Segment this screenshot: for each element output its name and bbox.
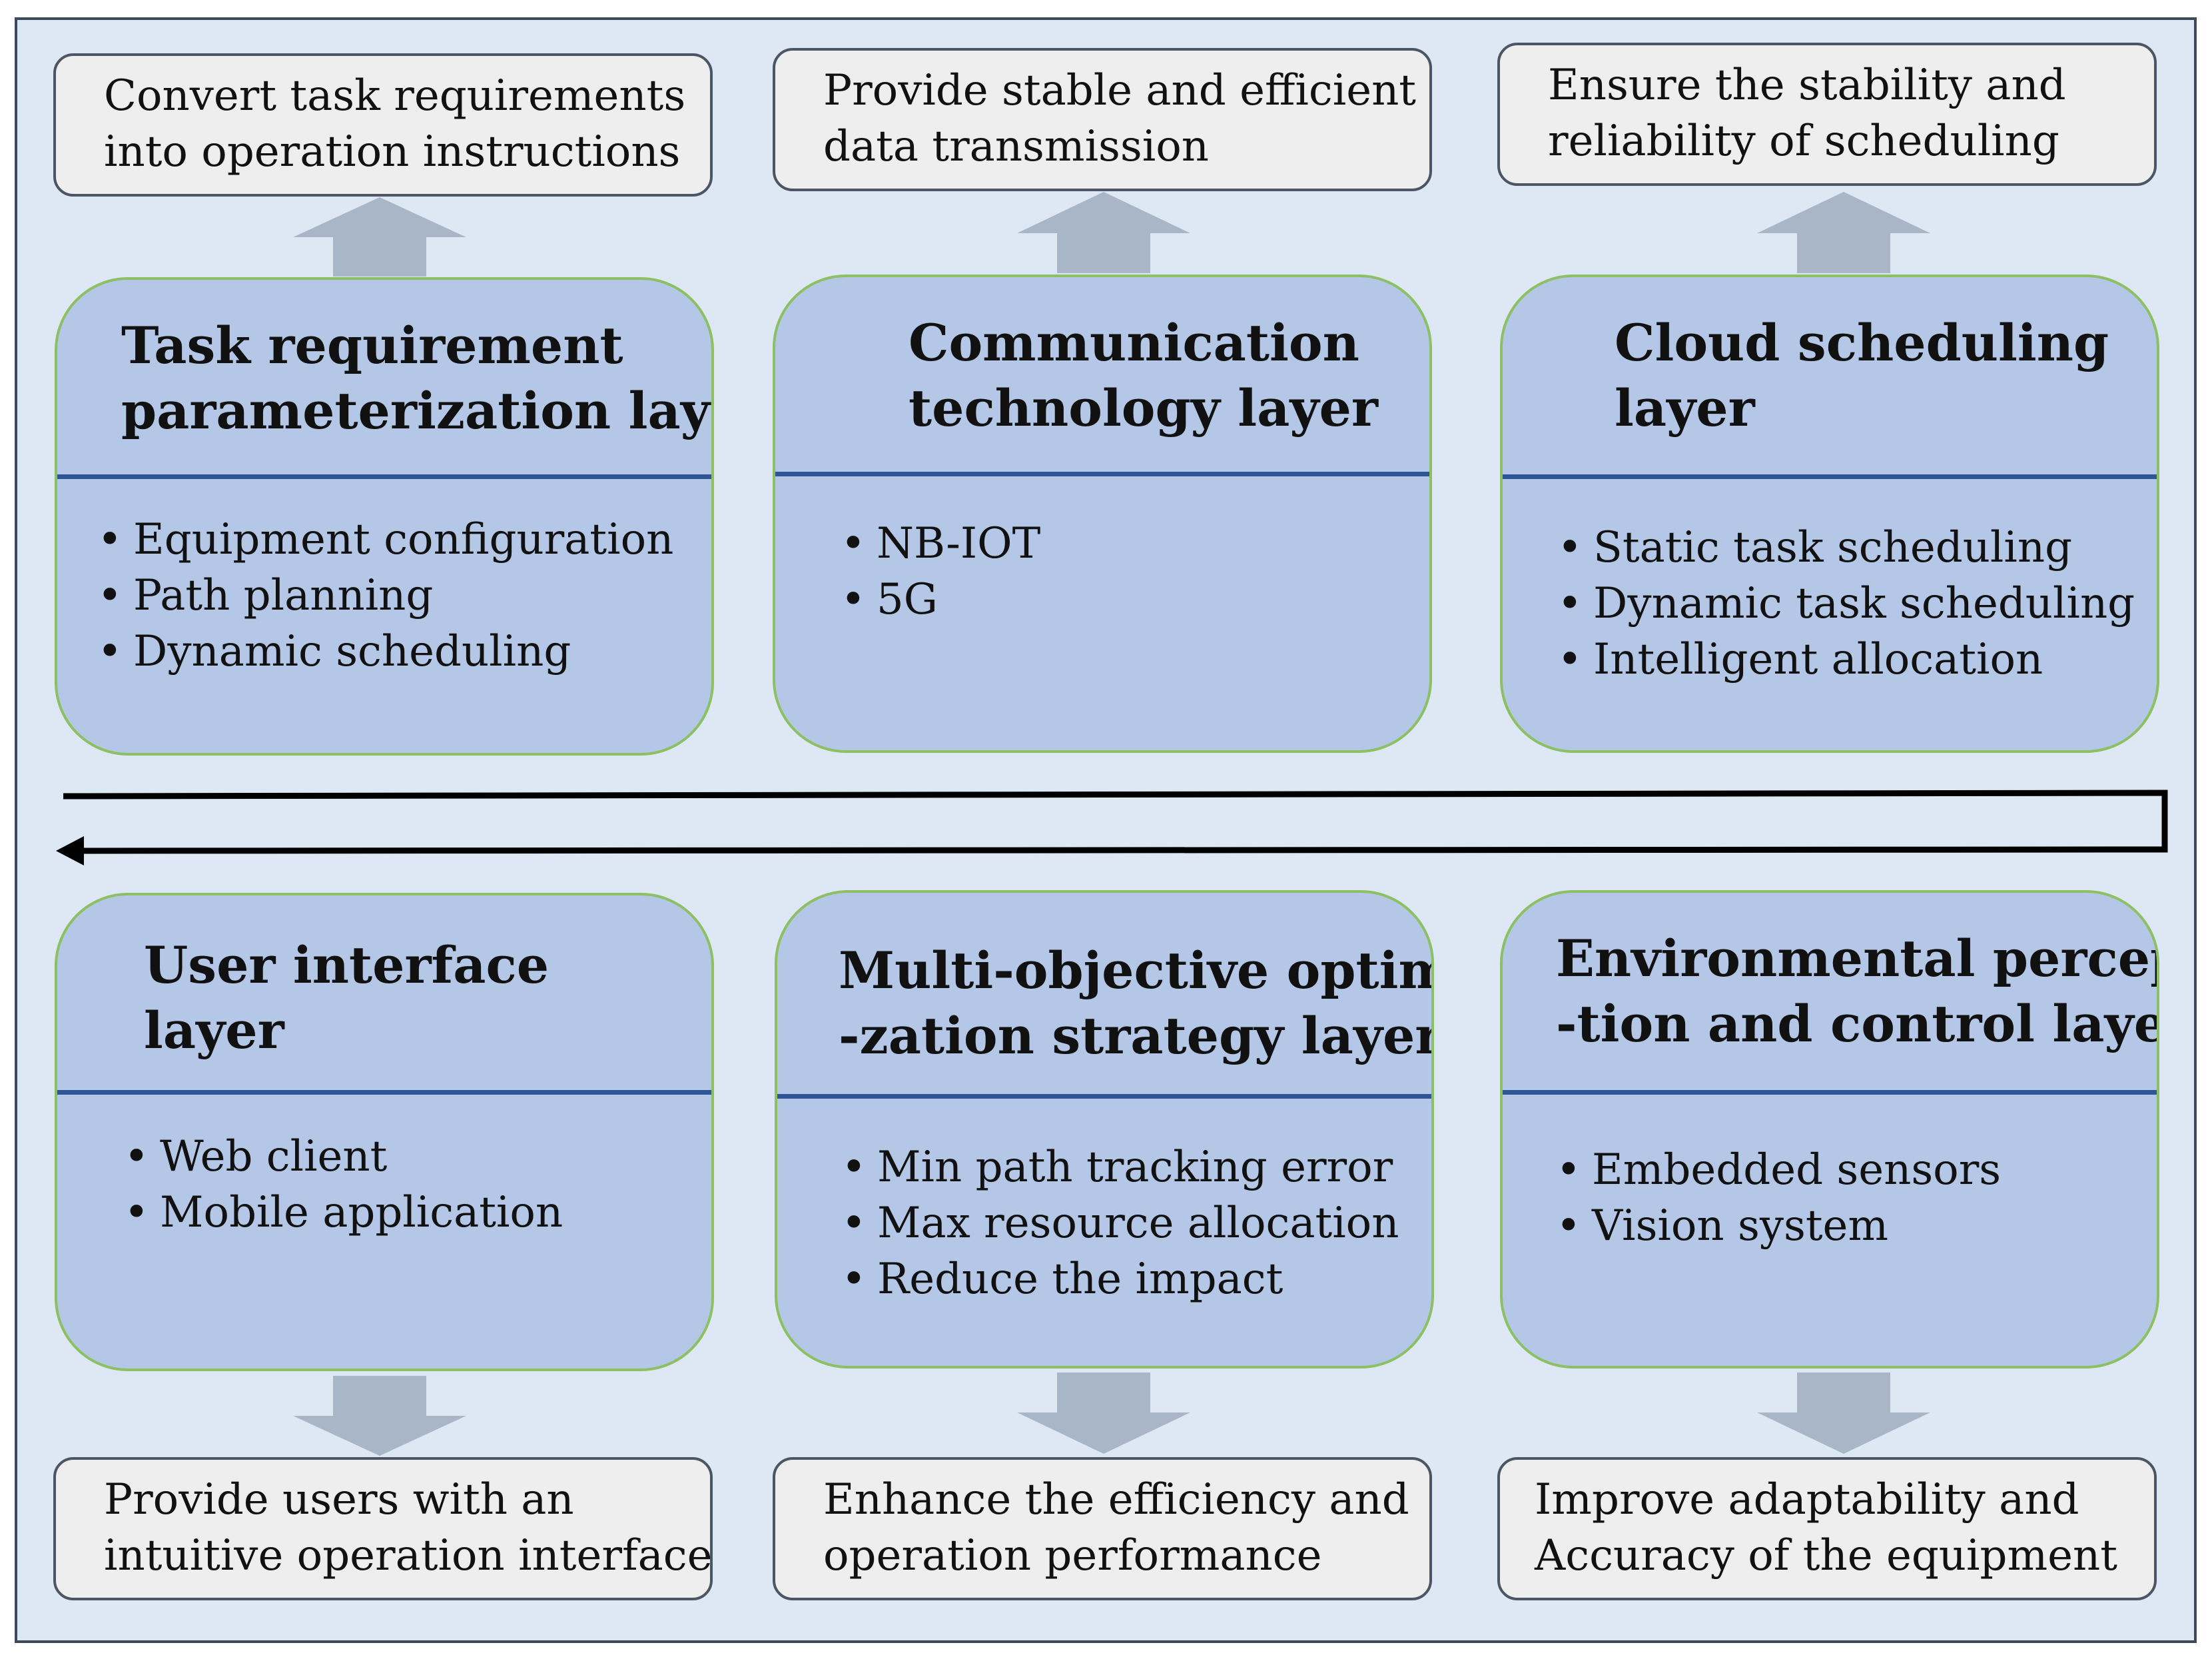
- list-item: Embedded sensors: [1556, 1142, 2157, 1198]
- list-item: Intelligent allocation: [1557, 632, 2157, 688]
- outcome-communication: Provide stable and efficient data transm…: [773, 48, 1432, 191]
- up-arrow-cloud: [1757, 192, 1930, 273]
- flow-arrowhead: [56, 836, 84, 865]
- outcome-line: Improve adaptability and: [1535, 1475, 2079, 1524]
- layer-title-line: -tion and control layer: [1556, 994, 2159, 1053]
- list-item: Path planning: [97, 568, 711, 624]
- outcome-line: Provide users with an: [104, 1475, 574, 1524]
- list-item: Equipment configuration: [97, 512, 711, 568]
- list-item: 5G: [841, 572, 1429, 628]
- layer-title-line: layer: [144, 1001, 284, 1060]
- layer-cloud: Cloud scheduling layer Static task sched…: [1500, 275, 2159, 753]
- layer-title-line: Communication: [909, 313, 1359, 372]
- layer-divider: [57, 474, 711, 479]
- outcome-line: into operation instructions: [104, 127, 681, 177]
- list-item: Min path tracking error: [841, 1139, 1431, 1195]
- layer-items: Embedded sensors Vision system: [1503, 1142, 2157, 1254]
- layer-user: User interface layer Web client Mobile a…: [55, 893, 714, 1371]
- list-item: Web client: [124, 1129, 711, 1185]
- down-arrow-optimization: [1017, 1373, 1190, 1454]
- list-item: Static task scheduling: [1557, 520, 2157, 576]
- layer-title-line: technology layer: [909, 378, 1378, 438]
- list-item: Dynamic scheduling: [97, 624, 711, 680]
- up-arrow-communication: [1017, 192, 1190, 273]
- layer-title: Task requirement parameterization layer: [57, 313, 711, 444]
- outcome-line: data transmission: [823, 122, 1209, 171]
- layer-items: Equipment configuration Path planning Dy…: [57, 512, 711, 680]
- layer-title-line: Environmental percep: [1556, 929, 2159, 988]
- outcome-line: Enhance the efficiency and: [823, 1475, 1409, 1524]
- layer-title-line: parameterization layer: [121, 381, 714, 440]
- outcome-line: operation performance: [823, 1531, 1322, 1580]
- layer-divider: [1503, 474, 2157, 479]
- layer-optimization: Multi-objective optimi -zation strategy …: [775, 890, 1434, 1369]
- layer-divider: [1503, 1090, 2157, 1095]
- outcome-optimization: Enhance the efficiency and operation per…: [773, 1457, 1432, 1600]
- outcome-perception: Improve adaptability and Accuracy of the…: [1497, 1457, 2157, 1600]
- outcome-user: Provide users with an intuitive operatio…: [53, 1457, 713, 1600]
- layer-perception: Environmental percep -tion and control l…: [1500, 890, 2159, 1369]
- layer-title-line: -zation strategy layer: [839, 1006, 1434, 1065]
- layer-title-line: User interface: [144, 935, 550, 995]
- layer-communication: Communication technology layer NB-IOT 5G: [773, 275, 1432, 753]
- layer-title-line: Cloud scheduling: [1615, 313, 2109, 372]
- flow-connector: [63, 790, 2168, 854]
- layer-divider: [57, 1090, 711, 1095]
- layer-title: User interface layer: [57, 933, 711, 1063]
- layer-title: Multi-objective optimi -zation strategy …: [777, 938, 1431, 1069]
- layer-title: Communication technology layer: [775, 310, 1429, 441]
- outcome-line: intuitive operation interface: [104, 1531, 713, 1580]
- layer-divider: [777, 1094, 1431, 1099]
- list-item: Reduce the impact: [841, 1251, 1431, 1307]
- list-item: Max resource allocation: [841, 1195, 1431, 1251]
- layer-items: NB-IOT 5G: [775, 516, 1429, 628]
- outcome-cloud: Ensure the stability and reliability of …: [1497, 43, 2157, 186]
- layer-title: Environmental percep -tion and control l…: [1503, 926, 2157, 1057]
- layer-items: Static task scheduling Dynamic task sche…: [1503, 520, 2157, 688]
- layer-title-line: Task requirement: [121, 316, 623, 375]
- layer-divider: [775, 472, 1429, 476]
- list-item: Mobile application: [124, 1185, 711, 1241]
- layer-items: Web client Mobile application: [57, 1129, 711, 1241]
- outcome-line: reliability of scheduling: [1548, 117, 2059, 166]
- list-item: NB-IOT: [841, 516, 1429, 572]
- outcome-line: Accuracy of the equipment: [1535, 1531, 2117, 1580]
- down-arrow-perception: [1757, 1373, 1930, 1454]
- outcome-line: Convert task requirements: [104, 71, 686, 121]
- outcome-task: Convert task requirements into operation…: [53, 53, 713, 197]
- layer-title: Cloud scheduling layer: [1503, 310, 2157, 441]
- down-arrow-user: [293, 1376, 466, 1456]
- outcome-line: Provide stable and efficient: [823, 66, 1416, 115]
- layer-title-line: Multi-objective optimi: [839, 941, 1434, 1000]
- list-item: Vision system: [1556, 1198, 2157, 1254]
- layer-title-line: layer: [1615, 378, 1755, 438]
- layer-task: Task requirement parameterization layer …: [55, 277, 714, 756]
- outcome-line: Ensure the stability and: [1548, 61, 2066, 110]
- layer-items: Min path tracking error Max resource all…: [777, 1139, 1431, 1307]
- list-item: Dynamic task scheduling: [1557, 576, 2157, 632]
- up-arrow-task: [293, 197, 466, 276]
